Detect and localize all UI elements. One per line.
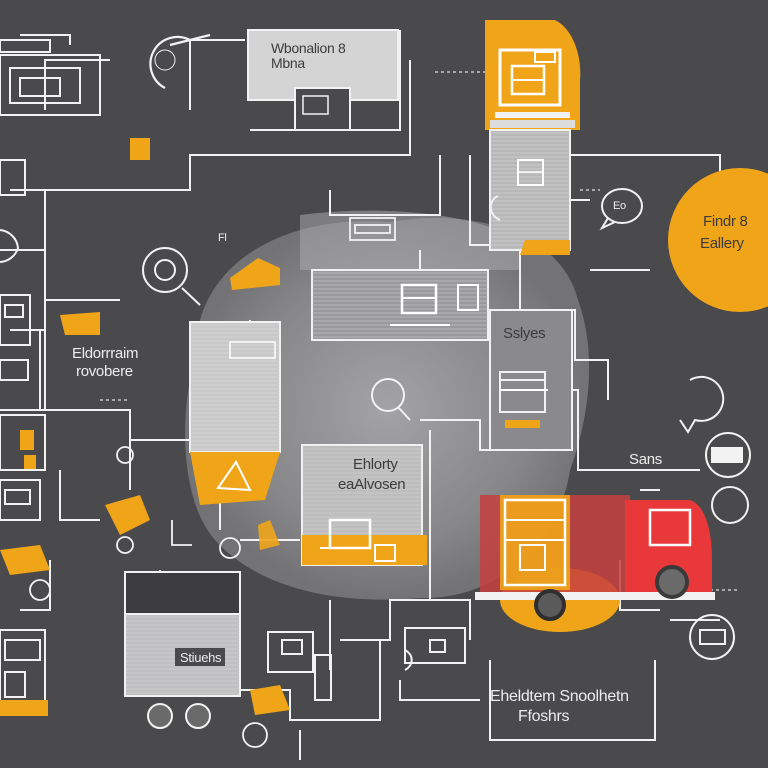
- left-label-title: Eldorrraim: [72, 345, 139, 362]
- pin-letter: Fl: [218, 232, 227, 244]
- target-icon: [149, 33, 211, 89]
- center-bottom-panel: [301, 444, 427, 566]
- center-box-title: Ehlorty: [353, 456, 398, 473]
- top-box-subtitle: Mbna: [271, 55, 305, 71]
- delivery-van-icon: [124, 571, 241, 729]
- center-box-subtitle: eaAlvosen: [338, 476, 406, 493]
- top-left-window: [0, 39, 101, 116]
- left-document-panel: [189, 321, 281, 505]
- truck-icon: [475, 495, 715, 632]
- orange-accent-shapes: [0, 495, 290, 715]
- chat-bubble-icon: [599, 188, 643, 231]
- bubble-label: Eo: [613, 200, 626, 212]
- server-icon: [349, 217, 396, 241]
- warehouse-icon: [485, 20, 581, 255]
- right-side-icons: [679, 375, 751, 660]
- left-label-subtitle: rovobere: [76, 363, 133, 380]
- top-document-box: [247, 29, 399, 131]
- center-shelf-panel: [311, 269, 489, 341]
- right-mid-label: Sans: [629, 451, 662, 468]
- magnifier-icon: [142, 247, 201, 306]
- bottom-right-subtitle: Ffoshrs: [518, 708, 570, 725]
- orange-badge-title: Findr 8: [703, 213, 748, 230]
- package-icon: [0, 138, 150, 716]
- bottom-left-box-label: Ebo: [143, 584, 168, 600]
- bottom-truck-label: Stiuehs: [180, 650, 222, 665]
- top-box-title: Wbonalion 8: [271, 40, 346, 56]
- magnifier-center-icon: [371, 378, 411, 421]
- orange-badge-subtitle: Eallery: [700, 235, 744, 252]
- bottom-document-icons: [267, 627, 466, 701]
- orange-badge: [668, 168, 768, 312]
- center-right-label: Sslyes: [503, 325, 546, 342]
- bottom-right-title: Eheldtem Snoolhetn: [490, 688, 629, 705]
